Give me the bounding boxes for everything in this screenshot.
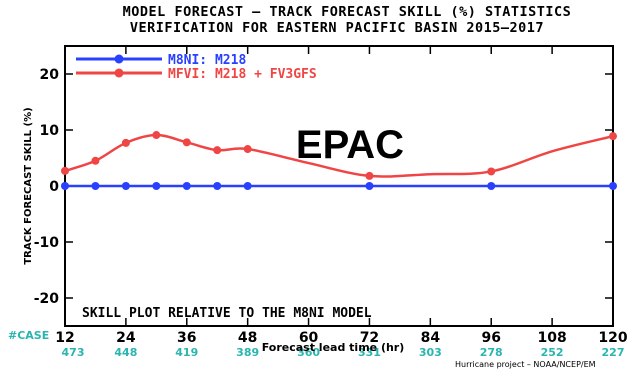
x-tick-label: 36 [177, 330, 196, 346]
case-label: #CASE [8, 329, 49, 342]
series-1-point [609, 182, 617, 190]
case-count: 303 [419, 346, 442, 359]
case-count: 360 [297, 346, 320, 359]
chart-title-line-2: VERIFICATION FOR EASTERN PACIFIC BASIN 2… [130, 20, 544, 36]
x-tick-label: 120 [598, 330, 627, 346]
case-count: 389 [236, 346, 259, 359]
y-tick-label: 20 [40, 67, 60, 83]
case-count: 331 [358, 346, 381, 359]
series-2-point [213, 146, 222, 155]
y-tick-label: 0 [49, 179, 59, 195]
series-2-point [61, 166, 69, 175]
series-1-point [182, 182, 191, 190]
credit-text: Hurricane project – NOAA/NCEP/EM [455, 360, 596, 369]
x-tick-label: 72 [360, 330, 379, 346]
x-axis-label: Forecast lead time (hr) [262, 341, 405, 354]
series-2-point [609, 132, 617, 141]
series-2-point [243, 145, 252, 154]
skill-note: SKILL PLOT RELATIVE TO THE M8NI MODEL [82, 306, 372, 321]
case-count: 252 [541, 346, 564, 359]
y-tick-label: -20 [34, 291, 60, 307]
case-count: 419 [175, 346, 198, 359]
y-axis-ticks: 20 10 0 -10 -20 [34, 67, 613, 307]
series-2-point [121, 138, 130, 147]
x-tick-label: 96 [481, 330, 500, 346]
x-tick-label: 60 [299, 330, 319, 346]
case-count-row: 473 448 419 389 360 331 303 278 252 227 [62, 346, 625, 359]
series-1-point [152, 182, 161, 190]
case-count: 227 [602, 346, 625, 359]
chart-title-line-1: MODEL FORECAST – TRACK FORECAST SKILL (%… [123, 4, 572, 20]
series-1-point [243, 182, 252, 190]
x-tick-label: 24 [116, 330, 136, 346]
y-tick-label: -10 [34, 235, 60, 251]
series-1-point [91, 182, 100, 190]
y-axis-label: TRACK FORECAST SKILL (%) [23, 107, 34, 264]
basin-annotation: EPAC [296, 123, 404, 167]
series-2-point [487, 167, 496, 176]
series-group [61, 131, 617, 190]
series-1-point [365, 182, 374, 190]
legend-label-series-2: MFVI: M218 + FV3GFS [168, 67, 317, 82]
series-2-point [91, 156, 100, 165]
case-count: 473 [62, 346, 85, 359]
x-tick-label: 108 [537, 330, 566, 346]
series-1-point [121, 182, 130, 190]
legend: M8NI: M218 MFVI: M218 + FV3GFS [76, 53, 317, 82]
legend-marker-series-1 [114, 54, 124, 64]
series-1-point [487, 182, 496, 190]
x-tick-label: 48 [238, 330, 257, 346]
series-2-point [152, 131, 161, 140]
x-tick-label: 12 [55, 330, 74, 346]
x-tick-label: 84 [421, 330, 441, 346]
case-count: 448 [114, 346, 137, 359]
case-count: 278 [480, 346, 503, 359]
series-2-point [365, 171, 374, 180]
x-axis-ticks: 12 24 36 48 60 72 84 96 108 120 [55, 46, 628, 346]
legend-marker-series-2 [114, 68, 124, 78]
series-1-point [213, 182, 222, 190]
series-2-point [182, 138, 191, 147]
series-1-point [61, 182, 69, 190]
y-tick-label: 10 [40, 123, 60, 139]
legend-label-series-1: M8NI: M218 [168, 53, 246, 68]
